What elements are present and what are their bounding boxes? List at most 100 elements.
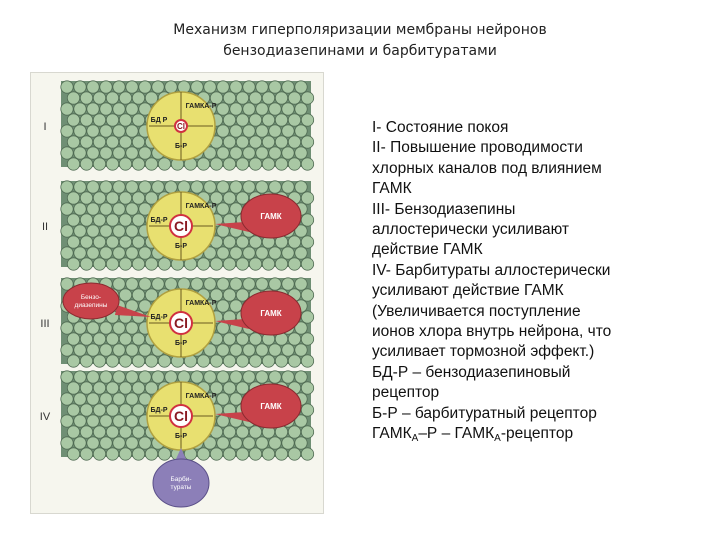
membrane-cell	[144, 191, 159, 205]
membrane-cell	[92, 213, 107, 227]
membrane-cell	[86, 224, 100, 238]
membrane-cell	[216, 370, 230, 384]
membrane-cell	[242, 277, 256, 291]
membrane-cell	[60, 277, 74, 291]
membrane-cell	[112, 146, 126, 160]
membrane-cell	[300, 191, 315, 205]
membrane-cell	[274, 447, 289, 461]
legend-line: усиливают действие ГАМК	[372, 282, 564, 300]
membrane-cell	[294, 224, 308, 238]
title-line-2: бензодиазепинами и барбитуратами	[223, 43, 497, 59]
membrane-cell	[131, 213, 146, 227]
membrane-cell	[118, 381, 133, 395]
membrane-cell	[99, 321, 113, 335]
membrane-cell	[268, 146, 282, 160]
membrane-cell	[131, 257, 146, 271]
membrane-cell	[190, 370, 204, 384]
membrane-cell	[118, 425, 133, 439]
membrane-cell	[294, 80, 308, 94]
membrane-cell	[131, 157, 146, 171]
membrane-cell	[229, 180, 243, 194]
membrane-cell	[118, 91, 133, 105]
membrane-cell	[229, 277, 243, 291]
slide-title: Механизм гиперполяризации мембраны нейро…	[60, 20, 660, 62]
membrane-cell	[229, 299, 243, 313]
membrane-cell	[294, 414, 308, 428]
membrane-cell	[235, 91, 250, 105]
membrane-cell	[86, 80, 100, 94]
membrane-cell	[248, 157, 263, 171]
membrane-cell	[125, 392, 139, 406]
membrane-cell	[216, 180, 230, 194]
membrane-cell	[73, 224, 87, 238]
membrane-cell	[86, 392, 100, 406]
membrane-cell	[86, 124, 100, 138]
membrane-cell	[203, 277, 217, 291]
membrane-cell	[118, 257, 133, 271]
membrane-cell	[105, 191, 120, 205]
membrane-cell	[125, 414, 139, 428]
membrane-cell	[99, 124, 113, 138]
membrane-cell	[118, 157, 133, 171]
legend-line: ГАМК	[372, 180, 412, 198]
membrane-cell	[118, 447, 133, 461]
b-receptor-label: Б-Р	[175, 243, 187, 250]
benzodiazepine-label: диазепины	[75, 302, 108, 309]
membrane-cell	[222, 157, 237, 171]
membrane-cell	[190, 180, 204, 194]
membrane-cell	[255, 180, 269, 194]
membrane-cell	[92, 157, 107, 171]
membrane-cell	[99, 80, 113, 94]
membrane-cell	[105, 257, 120, 271]
membrane-cell	[60, 436, 74, 450]
membrane-cell	[209, 288, 224, 302]
gaba-receptor-label: ГАМКА-Р	[186, 203, 217, 210]
membrane-cell	[281, 80, 295, 94]
membrane-cell	[73, 246, 87, 260]
membrane-cell	[235, 157, 250, 171]
membrane-cell	[248, 235, 263, 249]
membrane-cell	[281, 246, 295, 260]
membrane-cell	[300, 447, 315, 461]
membrane-cell	[112, 124, 126, 138]
membrane-cell	[60, 80, 74, 94]
membrane-cell	[79, 381, 94, 395]
membrane-cell	[73, 180, 87, 194]
gaba-pointer	[215, 412, 249, 422]
membrane-cell	[164, 180, 178, 194]
membrane-cell	[294, 102, 308, 116]
membrane-cell	[281, 343, 295, 357]
membrane-cell	[216, 299, 230, 313]
membrane-cell	[287, 257, 302, 271]
membrane-cell	[99, 246, 113, 260]
membrane-cell	[73, 146, 87, 160]
membrane-cell	[92, 447, 107, 461]
membrane-cell	[151, 180, 165, 194]
membrane-cell	[235, 354, 250, 368]
membrane-cell	[242, 370, 256, 384]
membrane-cell	[248, 135, 263, 149]
membrane-cell	[105, 213, 120, 227]
membrane-cell	[242, 436, 256, 450]
membrane-cell	[281, 124, 295, 138]
membrane-cell	[209, 447, 224, 461]
membrane-cell	[73, 102, 87, 116]
membrane-cell	[281, 370, 295, 384]
bd-receptor-label: БД-Р	[150, 314, 167, 321]
membrane-cell	[66, 403, 81, 417]
gaba-receptor-label: ГАМКА-Р	[186, 300, 217, 307]
membrane-cell	[261, 91, 276, 105]
membrane-cell	[86, 146, 100, 160]
membrane-cell	[79, 191, 94, 205]
membrane-cell	[60, 343, 74, 357]
membrane-cell	[235, 288, 250, 302]
membrane-cell	[144, 91, 159, 105]
membrane-cell	[125, 370, 139, 384]
membrane-cell	[274, 257, 289, 271]
title-line-1: Механизм гиперполяризации мембраны нейро…	[173, 22, 547, 38]
membrane-cell	[255, 370, 269, 384]
membrane-cell	[99, 180, 113, 194]
membrane-cell	[105, 157, 120, 171]
membrane-cell	[138, 80, 152, 94]
